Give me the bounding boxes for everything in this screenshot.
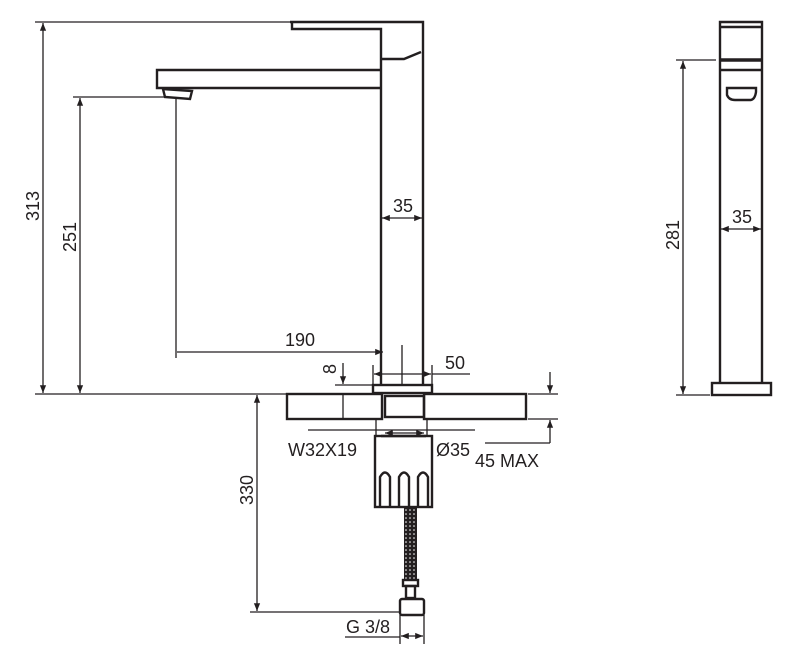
base-flange	[371, 383, 434, 395]
dimension-body-width: 35	[382, 196, 422, 222]
side-height-label: 281	[663, 220, 683, 250]
connection-label: G 3/8	[346, 617, 390, 637]
side-width-label: 35	[732, 207, 752, 227]
shank-thread-label: W32X19	[288, 440, 357, 460]
dimension-overall-height: 313	[23, 21, 290, 395]
body-width-label: 35	[393, 196, 413, 216]
overall-height-label: 313	[23, 191, 43, 221]
dimension-spout-reach: 190	[175, 99, 403, 385]
spout-height-label: 251	[60, 222, 80, 252]
deck-thickness-label: 45 MAX	[475, 451, 539, 471]
countertop-section	[285, 392, 528, 421]
dimension-connection: G 3/8	[345, 615, 425, 644]
dimension-side-height: 281	[663, 59, 716, 396]
faucet-body	[155, 20, 425, 385]
below-deck-label: 330	[237, 475, 257, 505]
dimension-base-thickness: 8	[320, 363, 373, 386]
dimension-below-deck: 330	[237, 395, 400, 613]
dimension-base-diameter: 50	[372, 353, 470, 385]
spout-reach-label: 190	[285, 330, 315, 350]
flexible-hose	[398, 508, 426, 617]
dimension-spout-height: 251	[60, 96, 165, 393]
side-view: 281 35	[663, 20, 773, 397]
dimension-shank: W32X19 Ø35	[288, 429, 475, 460]
front-view: 313 251 190 35 50 8 330	[23, 20, 558, 644]
hole-diameter-label: Ø35	[436, 440, 470, 460]
base-diameter-label: 50	[445, 353, 465, 373]
shank-and-nut	[373, 419, 434, 509]
base-thickness-label: 8	[320, 364, 340, 374]
dimension-side-width: 35	[721, 207, 761, 233]
dimension-deck-thickness: 45 MAX	[475, 372, 558, 471]
